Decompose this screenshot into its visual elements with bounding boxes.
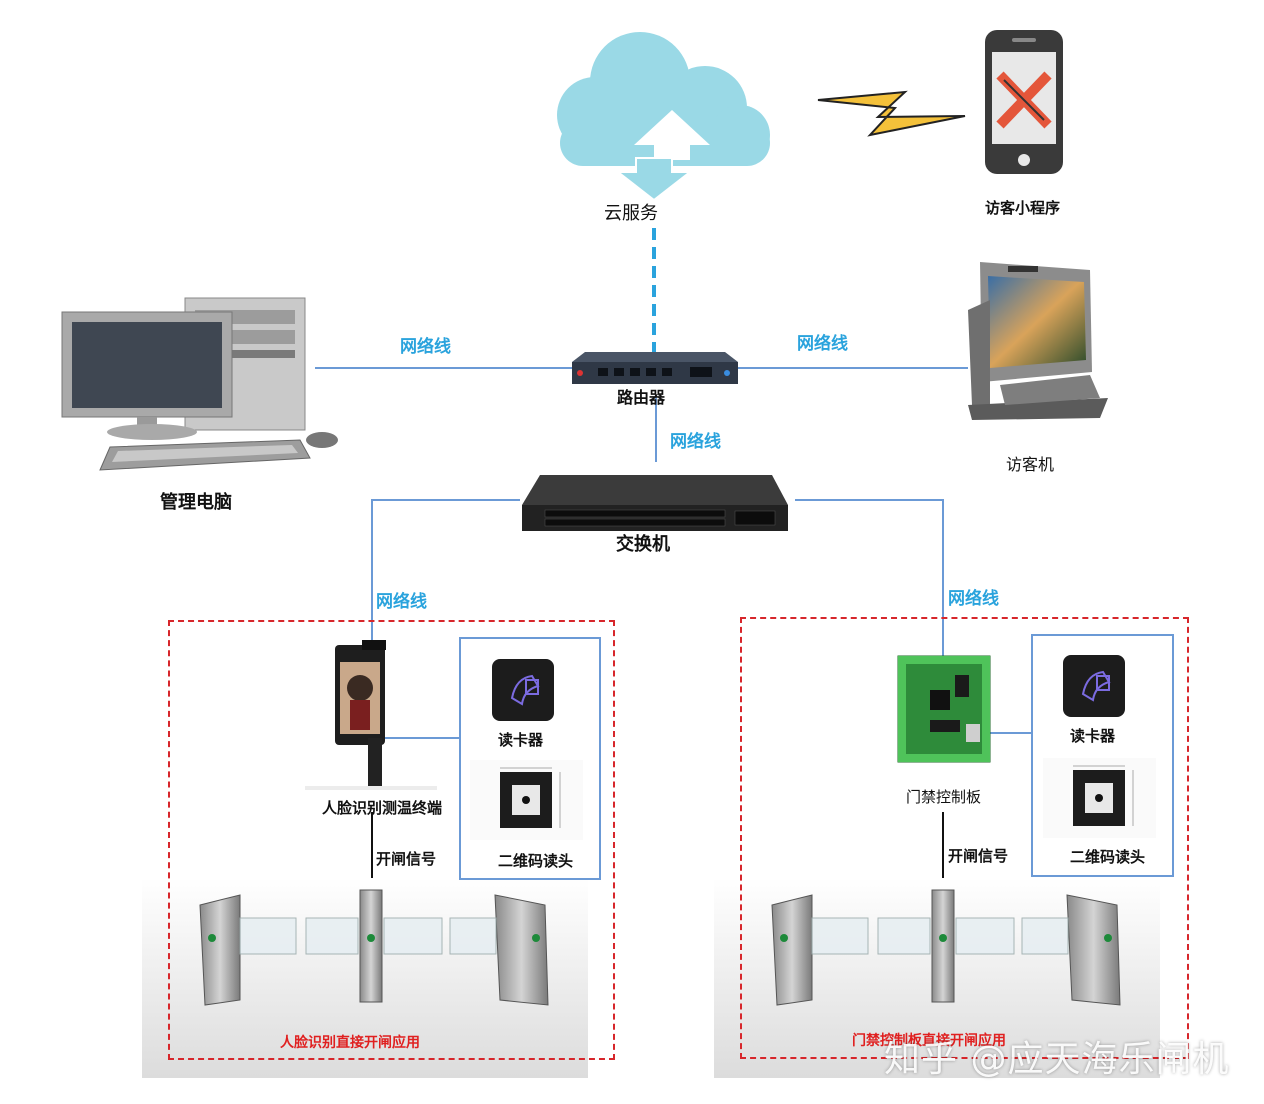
card-reader-right-label: 读卡器 <box>1070 727 1116 745</box>
card-reader-right-icon <box>1063 655 1125 717</box>
turnstile-right <box>771 889 1121 1006</box>
card-reader-left-label: 读卡器 <box>498 731 544 749</box>
face-terminal-icon <box>305 640 437 790</box>
admin-pc-label: 管理电脑 <box>160 492 232 513</box>
group-caption-right: 门禁控制板直接开闸应用 <box>852 1033 1006 1049</box>
network-switch-icon <box>522 475 788 531</box>
reader-box-left <box>459 637 601 880</box>
link-label-switch-right: 网络线 <box>948 589 999 609</box>
phone-icon <box>985 30 1063 174</box>
mini-program-label: 访客小程序 <box>985 199 1061 217</box>
face-terminal-label: 人脸识别测温终端 <box>322 799 443 817</box>
link-label-pc-router: 网络线 <box>400 337 451 357</box>
signal-label-right: 开闸信号 <box>948 847 1009 865</box>
cable-switch-right <box>795 499 944 656</box>
qr-reader-right-label: 二维码读头 <box>1070 848 1146 866</box>
desktop-computer-icon <box>61 297 338 471</box>
qr-reader-left-label: 二维码读头 <box>498 852 574 870</box>
cable-switch-left <box>371 499 520 650</box>
router-label: 路由器 <box>617 388 666 407</box>
turnstile-left <box>199 889 549 1006</box>
link-label-router-switch: 网络线 <box>670 432 721 452</box>
access-board-label: 门禁控制板 <box>906 788 982 806</box>
router-icon <box>572 352 738 384</box>
cables <box>315 367 1032 739</box>
visitor-kiosk-icon <box>968 262 1108 420</box>
access-control-board-icon <box>897 655 991 763</box>
cloud-label: 云服务 <box>604 203 658 224</box>
link-label-router-visitor: 网络线 <box>797 334 848 354</box>
switch-label: 交换机 <box>616 534 670 555</box>
group-caption-left: 人脸识别直接开闸应用 <box>280 1035 420 1051</box>
cloud-icon <box>557 32 770 202</box>
lightning-icon <box>817 90 966 137</box>
qr-reader-right-icon <box>1043 758 1156 838</box>
group-box-board-gate <box>740 617 1189 1059</box>
visitor-machine-label: 访客机 <box>1006 455 1055 474</box>
signal-label-left: 开闸信号 <box>376 850 437 868</box>
watermark-text: 知乎 @应天海乐闸机 <box>884 1039 1230 1080</box>
reader-box-right <box>1031 634 1174 877</box>
group-box-face-gate <box>168 620 615 1060</box>
qr-reader-left-icon <box>470 760 583 840</box>
link-label-switch-left: 网络线 <box>376 592 427 612</box>
card-reader-left-icon <box>492 659 554 721</box>
